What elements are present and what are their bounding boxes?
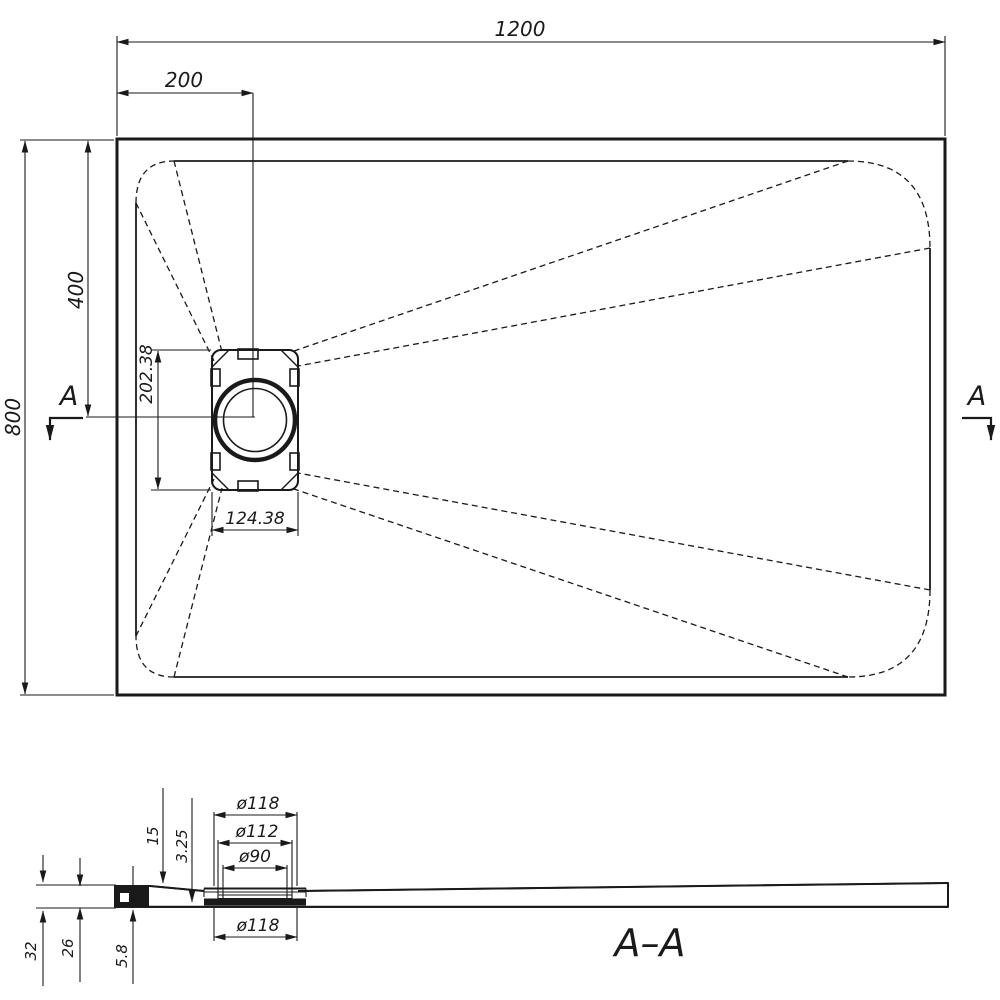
slope-crease-lines bbox=[135, 160, 931, 678]
dim-width-label: 1200 bbox=[495, 17, 546, 41]
base-rib-slots bbox=[167, 898, 946, 906]
drain-inner-ring bbox=[222, 387, 288, 453]
dim-body-height-label: 26 bbox=[59, 938, 77, 957]
section-rim-cavity bbox=[120, 893, 129, 902]
dim-drain-length-label: 202.38 bbox=[137, 344, 157, 404]
dia-mid-label: ø112 bbox=[235, 822, 279, 842]
dim-floor-thickness: 3.25 bbox=[173, 798, 196, 903]
dim-drain-width-label: 124.38 bbox=[225, 509, 285, 529]
dim-inner-dia: ø90 bbox=[222, 847, 288, 899]
section-outline bbox=[114, 882, 949, 908]
dim-total-height: 32 bbox=[22, 855, 47, 986]
dia-top-label: ø118 bbox=[236, 794, 280, 814]
drain-fixing-notches bbox=[210, 348, 300, 492]
dim-drain-flange-width: 124.38 bbox=[211, 492, 299, 536]
dim-flange-bottom-dia: ø118 bbox=[213, 908, 298, 941]
dim-base-thickness: 5.8 bbox=[113, 866, 137, 984]
dim-drain-offset-y-label: 400 bbox=[64, 271, 88, 309]
dim-drain-flange-length: 202.38 bbox=[137, 344, 211, 491]
section-dimensions: ø118 ø112 ø90 ø118 15 bbox=[22, 788, 686, 986]
top-view bbox=[86, 93, 947, 697]
dim-depth-label: 15 bbox=[144, 826, 162, 845]
drain-corner-chamfers bbox=[211, 349, 299, 491]
section-view bbox=[114, 882, 949, 908]
section-marker-right-label: A bbox=[966, 381, 986, 412]
section-marker-left-label: A bbox=[58, 381, 78, 412]
drain-assembly bbox=[210, 348, 300, 492]
drain-flange-outline bbox=[211, 349, 299, 491]
dim-overall-height: 800 bbox=[1, 139, 114, 696]
dim-floor-label: 3.25 bbox=[173, 829, 191, 862]
dim-base-label: 5.8 bbox=[113, 944, 131, 968]
dim-body-height: 26 bbox=[59, 858, 84, 982]
dim-total-height-label: 32 bbox=[22, 941, 40, 960]
dim-drain-offset-x: 200 bbox=[116, 68, 254, 97]
section-marker-right: A bbox=[962, 381, 996, 441]
dim-drain-offset-x-label: 200 bbox=[165, 68, 203, 92]
section-marker-left: A bbox=[45, 381, 83, 441]
tray-inner-edge bbox=[135, 160, 931, 678]
top-view-dimensions: 1200 200 800 400 202.38 bbox=[1, 17, 996, 696]
dim-flange-top-dia: ø118 bbox=[213, 794, 298, 886]
dim-mid-dia: ø112 bbox=[217, 822, 293, 892]
section-title: A–A bbox=[612, 921, 686, 965]
dim-depth: 15 bbox=[144, 788, 167, 884]
drain-outer-ring bbox=[212, 377, 298, 463]
dim-overall-width: 1200 bbox=[116, 17, 946, 136]
corner-blend-arcs bbox=[135, 160, 931, 678]
drain-centre-lines bbox=[86, 93, 255, 418]
dim-drain-offset-y: 400 bbox=[64, 140, 92, 417]
dia-inner-label: ø90 bbox=[238, 847, 271, 867]
dia-bottom-label: ø118 bbox=[236, 916, 280, 936]
dim-height-label: 800 bbox=[1, 398, 25, 436]
section-drain-recess bbox=[203, 886, 307, 906]
